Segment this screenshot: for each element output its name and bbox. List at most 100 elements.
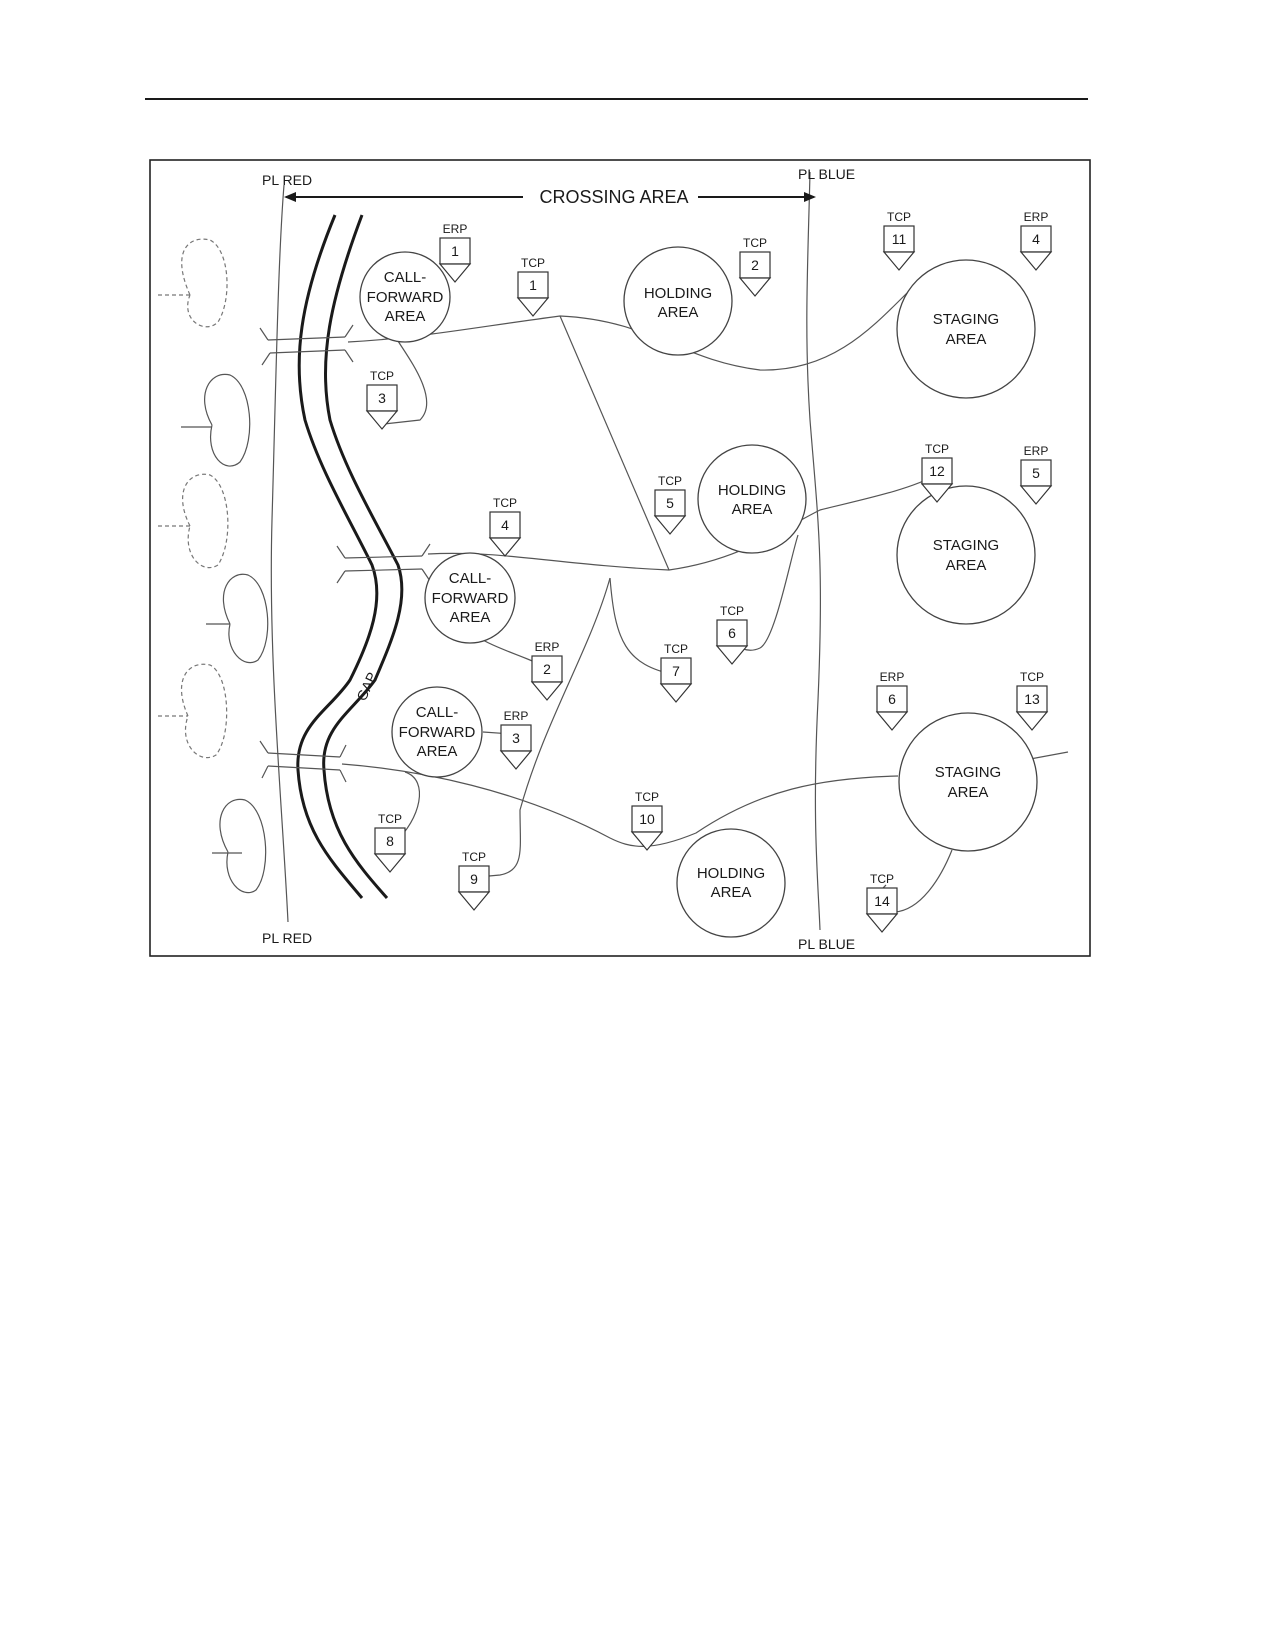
svg-text:HOLDING: HOLDING [697,865,765,882]
control-point-type-label: TCP [664,642,688,656]
figure-frame [149,159,1091,957]
control-point-pointer [659,683,693,703]
control-point-type-label: TCP [462,850,486,864]
control-point-pointer [1019,251,1053,271]
gap-bank-east [322,214,404,899]
control-point-box [458,865,490,893]
holding-area-2: HOLDING AREA [697,444,807,554]
svg-text:AREA: AREA [658,304,699,321]
control-points: ERP1TCP1TCP2TCP11ERP4TCP3TCP5TCP12ERP5TC… [365,210,1053,933]
control-point-box [866,887,898,915]
control-point-type-label: ERP [880,670,905,684]
svg-text:HOLDING: HOLDING [718,482,786,499]
control-point-tcp-4: TCP 4 [488,496,522,557]
control-point-type-label: ERP [504,709,529,723]
control-point-pointer [920,483,954,503]
control-point-pointer [365,410,399,430]
holding-area-3: HOLDING AREA [676,828,786,938]
control-point-tcp-8: TCP 8 [373,812,407,873]
pl-red-top-label: PL RED [262,172,312,188]
control-point-number: 5 [666,495,674,511]
gap-label: GAP [353,670,380,704]
control-point-type-label: TCP [521,256,545,270]
svg-text:AREA: AREA [946,331,987,348]
control-point-type-label: ERP [443,222,468,236]
bridge-center [336,543,431,584]
control-point-type-label: TCP [370,369,394,383]
control-point-box [1020,459,1052,487]
staging-area-2: STAGING AREA [896,485,1036,625]
control-point-box [531,655,563,683]
control-point-number: 5 [1032,465,1040,481]
control-point-type-label: TCP [720,604,744,618]
assembly-areas [158,238,269,894]
control-point-pointer [738,277,772,297]
control-point-type-label: TCP [743,236,767,250]
control-point-box [631,805,663,833]
control-point-box [366,384,398,412]
pl-blue-top-label: PL BLUE [798,166,855,182]
svg-text:AREA: AREA [946,557,987,574]
control-point-number: 6 [728,625,736,641]
control-point-number: 2 [751,257,759,273]
control-point-type-label: ERP [535,640,560,654]
control-point-type-label: TCP [870,872,894,886]
control-point-pointer [488,537,522,557]
control-point-box [489,511,521,539]
control-point-type-label: TCP [378,812,402,826]
control-point-type-label: TCP [887,210,911,224]
control-point-box [921,457,953,485]
control-point-pointer [373,853,407,873]
control-point-box [439,237,471,265]
control-point-tcp-14: TCP 14 [865,872,899,933]
pl-red-bottom-label: PL RED [262,930,312,946]
control-point-box [654,489,686,517]
control-point-number: 8 [386,833,394,849]
svg-text:STAGING: STAGING [933,537,999,554]
control-point-type-label: TCP [493,496,517,510]
svg-text:CALL-: CALL- [384,269,427,286]
control-point-number: 1 [451,243,459,259]
crossing-area-arrow [284,192,816,202]
svg-text:AREA: AREA [732,501,773,518]
control-point-number: 12 [929,463,945,479]
svg-text:AREA: AREA [417,743,458,760]
control-point-number: 4 [1032,231,1040,247]
control-point-number: 14 [874,893,890,909]
control-point-box [716,619,748,647]
svg-text:CALL-: CALL- [449,570,492,587]
control-point-number: 4 [501,517,509,533]
call-forward-area-3: CALL- FORWARD AREA [391,686,483,778]
call-forward-area-1: CALL- FORWARD AREA [359,251,451,343]
svg-text:STAGING: STAGING [935,764,1001,781]
control-point-type-label: TCP [635,790,659,804]
control-point-type-label: TCP [925,442,949,456]
pl-blue-bottom-label: PL BLUE [798,936,855,952]
control-point-tcp-6: TCP 6 [715,604,749,665]
staging-area-1: STAGING AREA [896,259,1036,399]
control-point-tcp-2: TCP 2 [738,236,772,297]
svg-text:CALL-: CALL- [416,704,459,721]
control-point-type-label: TCP [1020,670,1044,684]
control-point-type-label: ERP [1024,444,1049,458]
control-point-box [1020,225,1052,253]
svg-text:AREA: AREA [385,308,426,325]
control-point-pointer [1015,711,1049,731]
control-point-pointer [1019,485,1053,505]
control-point-pointer [438,263,472,283]
control-point-box [660,657,692,685]
svg-text:FORWARD: FORWARD [367,289,444,306]
gap-bank-west [296,214,379,899]
control-point-pointer [882,251,916,271]
control-point-pointer [457,891,491,911]
call-forward-area-2: CALL- FORWARD AREA [424,552,516,644]
